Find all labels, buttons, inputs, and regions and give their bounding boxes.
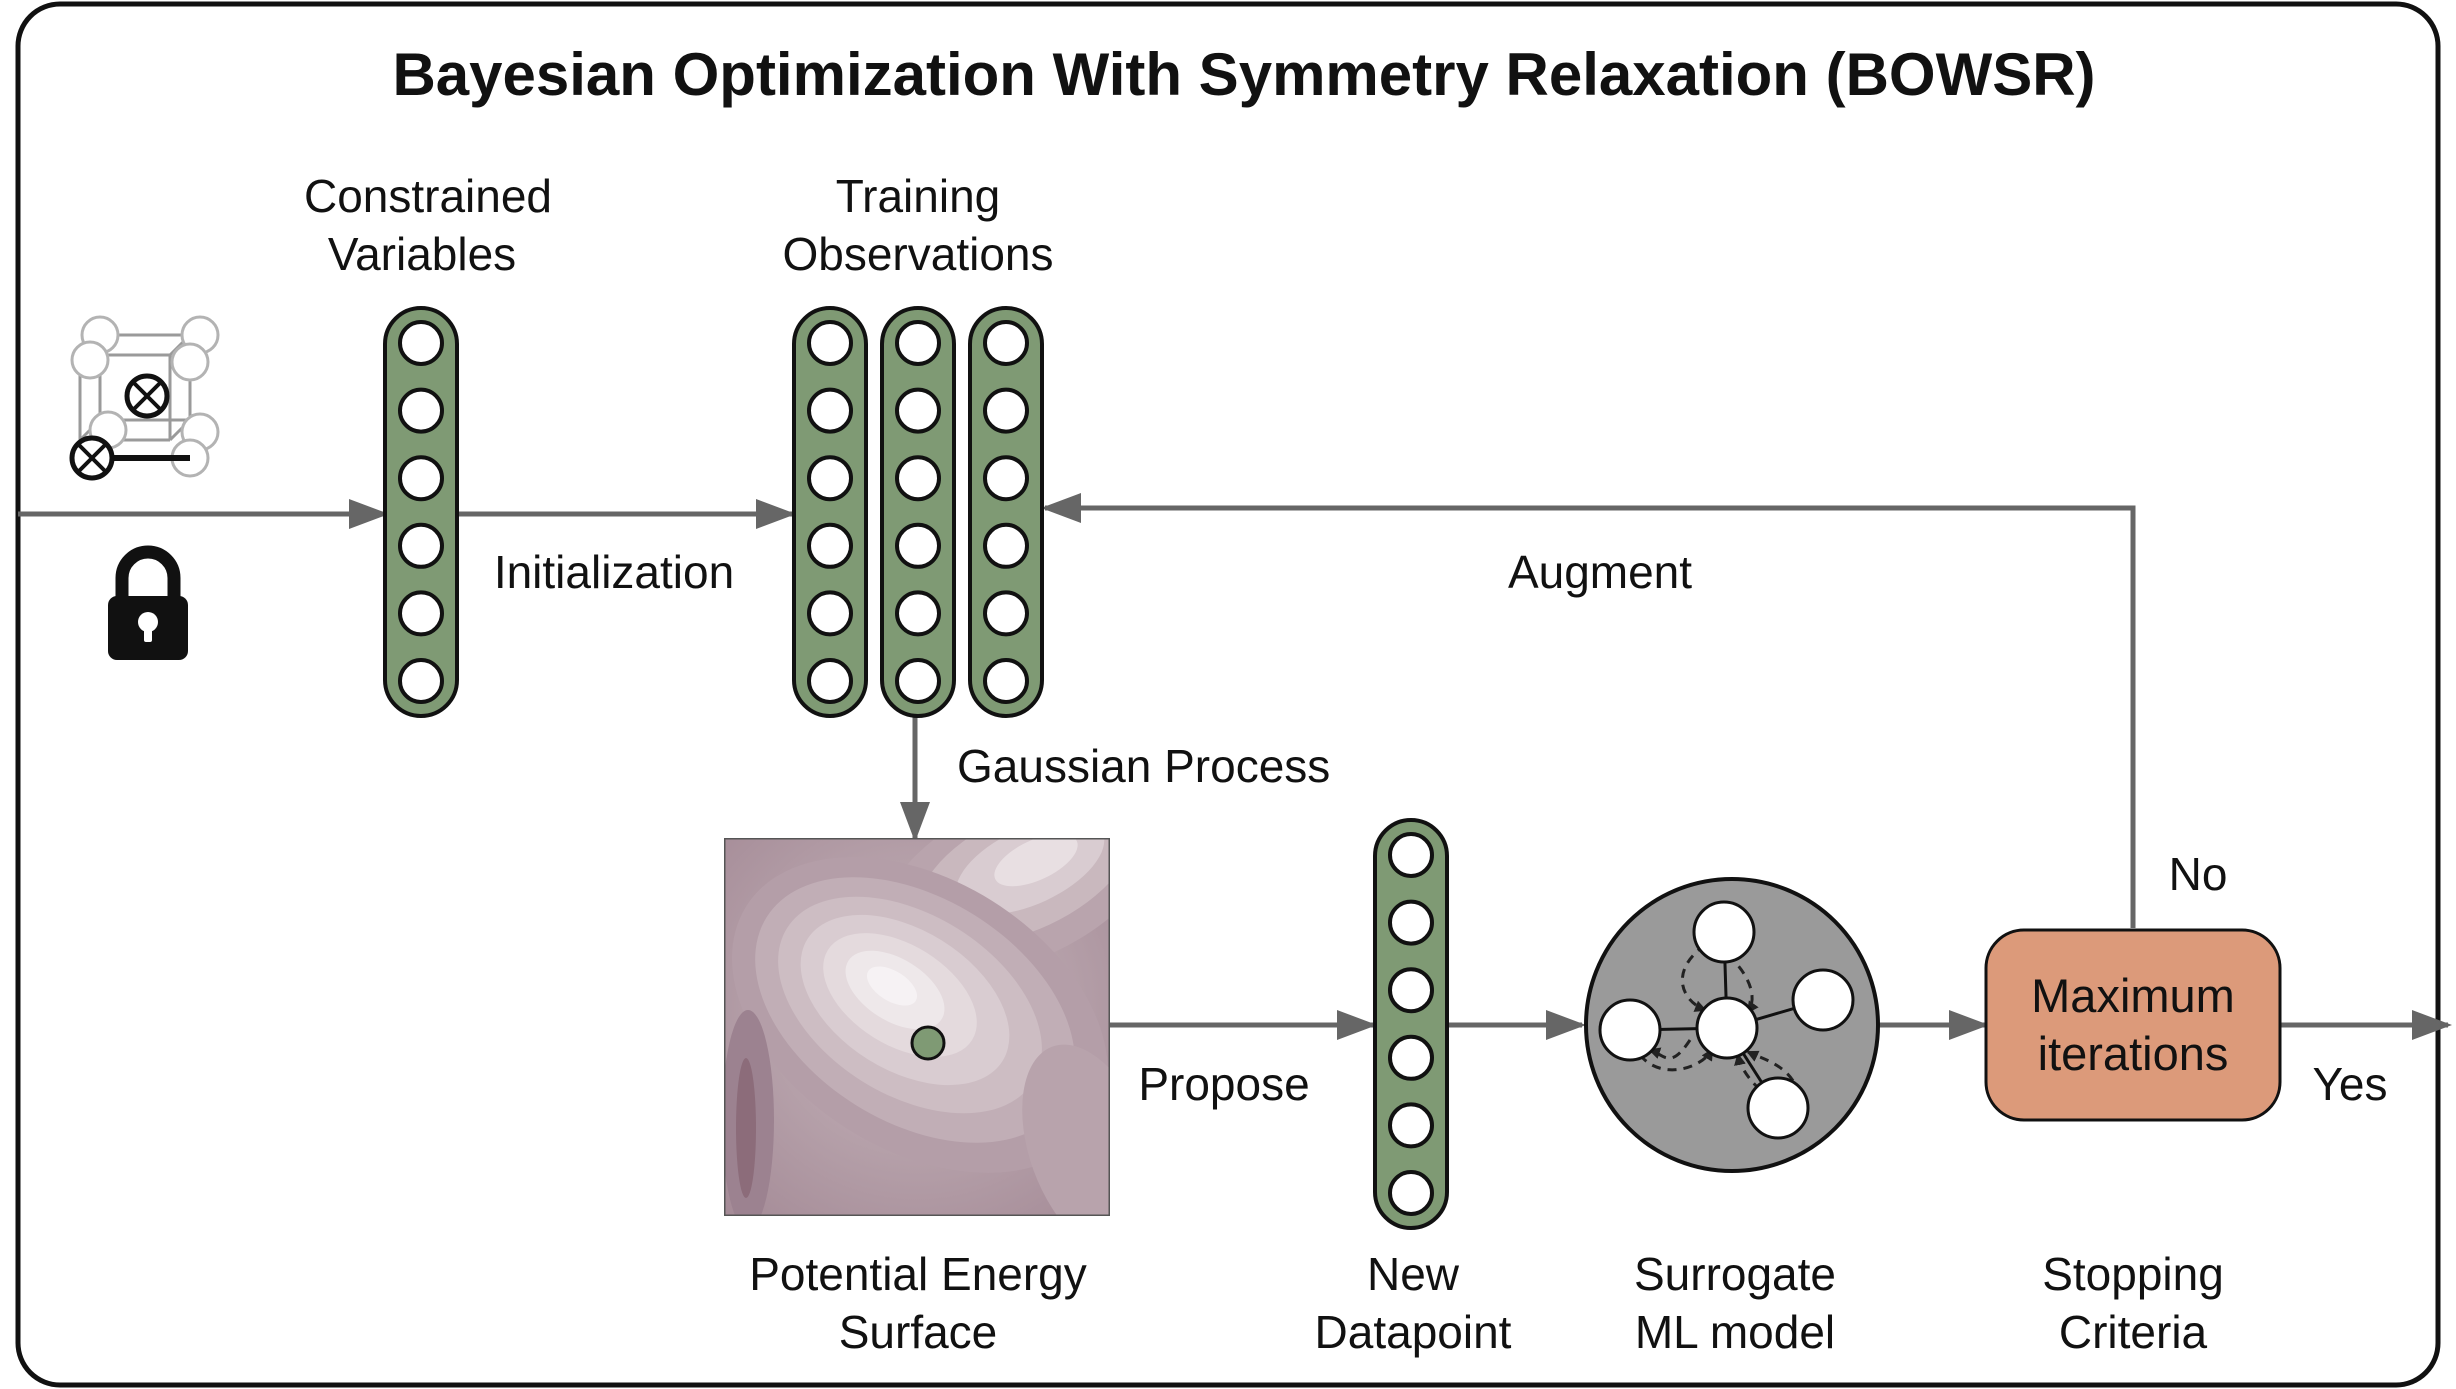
node-circle bbox=[807, 522, 853, 569]
diagram-title: Bayesian Optimization With Symmetry Rela… bbox=[392, 41, 2095, 108]
lock-icon bbox=[108, 545, 188, 660]
minimum-point bbox=[910, 1025, 946, 1061]
propose-label: Propose bbox=[1138, 1058, 1309, 1110]
pes-label-line2: Surface bbox=[839, 1306, 998, 1358]
node-circle bbox=[1388, 1034, 1434, 1081]
node-circle bbox=[398, 658, 444, 704]
training-observations-column-3 bbox=[968, 306, 1044, 718]
surrogate-label-line1: Surrogate bbox=[1634, 1248, 1836, 1300]
node-circle bbox=[807, 455, 853, 502]
node-circle bbox=[807, 320, 853, 366]
node-circle bbox=[895, 320, 941, 366]
node-circle bbox=[398, 387, 444, 434]
node-circle bbox=[1388, 1170, 1434, 1216]
initialization-label: Initialization bbox=[494, 546, 734, 598]
node-circle bbox=[983, 658, 1029, 704]
new-datapoint-label-line1: New bbox=[1367, 1248, 1460, 1300]
node-circle bbox=[895, 455, 941, 502]
node-column-body bbox=[383, 306, 459, 718]
decision-label-line1: Maximum bbox=[2031, 969, 2235, 1022]
node-circle bbox=[895, 658, 941, 704]
node-circle bbox=[1388, 1102, 1434, 1149]
constrained-variables-label-line2: Variables bbox=[328, 228, 516, 280]
node-circle bbox=[983, 522, 1029, 569]
augment-label: Augment bbox=[1508, 546, 1692, 598]
node-circle bbox=[895, 387, 941, 434]
node-circle bbox=[983, 320, 1029, 366]
training-observations-column-2 bbox=[880, 306, 956, 718]
training-observations-label-line2: Observations bbox=[782, 228, 1053, 280]
training-observations-column-1 bbox=[792, 306, 868, 718]
node-circle bbox=[895, 590, 941, 637]
node-column-body bbox=[880, 306, 956, 718]
node-circle bbox=[983, 387, 1029, 434]
maximum-iterations-box: Maximum iterations bbox=[1984, 928, 2282, 1122]
potential-energy-surface bbox=[724, 838, 1110, 1216]
new-datapoint-label-line2: Datapoint bbox=[1315, 1306, 1512, 1358]
node-circle bbox=[1388, 832, 1434, 878]
stopping-criteria-label-line1: Stopping bbox=[2042, 1248, 2224, 1300]
gaussian-process-label: Gaussian Process bbox=[957, 740, 1330, 792]
training-observations-label-line1: Training bbox=[836, 170, 1000, 222]
node-circle bbox=[807, 590, 853, 637]
node-circle bbox=[398, 522, 444, 569]
node-circle bbox=[398, 320, 444, 366]
node-circle bbox=[1388, 967, 1434, 1014]
node-circle bbox=[807, 387, 853, 434]
node-circle bbox=[983, 455, 1029, 502]
node-column-body bbox=[792, 306, 868, 718]
constrained-variables-column bbox=[383, 306, 459, 718]
surrogate-ml-model bbox=[1584, 877, 1880, 1173]
node-circle bbox=[1388, 899, 1434, 946]
stopping-criteria-label-line2: Criteria bbox=[2059, 1306, 2208, 1358]
surrogate-label-line2: ML model bbox=[1635, 1306, 1835, 1358]
arrow-augment bbox=[1041, 493, 2136, 928]
node-column-body bbox=[1373, 818, 1449, 1230]
node-circle bbox=[807, 658, 853, 704]
crystal-structure-icon bbox=[69, 315, 220, 481]
yes-label: Yes bbox=[2312, 1058, 2387, 1110]
new-datapoint-column bbox=[1373, 818, 1449, 1230]
no-label: No bbox=[2169, 848, 2228, 900]
decision-label-line2: iterations bbox=[2038, 1027, 2229, 1080]
node-circle bbox=[983, 590, 1029, 637]
node-column-body bbox=[968, 306, 1044, 718]
node-circle bbox=[895, 522, 941, 569]
node-circle bbox=[398, 590, 444, 637]
constrained-variables-label-line1: Constrained bbox=[304, 170, 552, 222]
pes-label-line1: Potential Energy bbox=[749, 1248, 1087, 1300]
node-circle bbox=[398, 455, 444, 502]
